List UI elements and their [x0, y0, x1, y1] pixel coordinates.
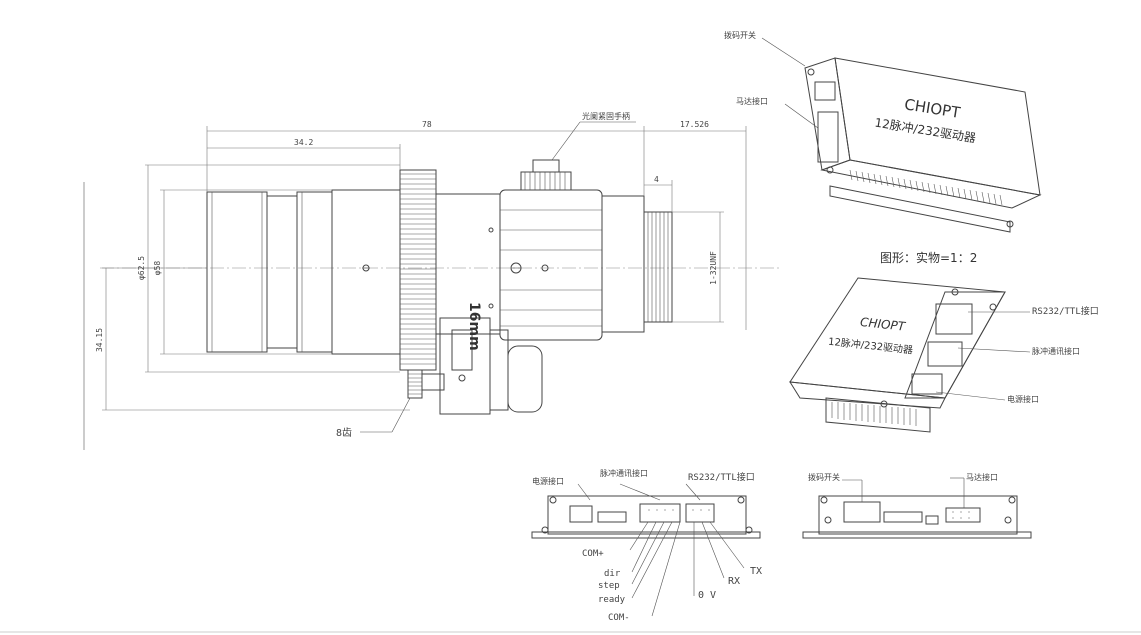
mid-model: 12脉冲/232驱动器: [828, 335, 914, 357]
lens-side-view: 78 17.526 34.2 4 光阑紧固手柄 φ62.5 φ58 34.15 …: [83, 111, 780, 450]
focal-length-mark: 16mm: [466, 302, 482, 351]
dim-34-15: 34.15: [95, 328, 104, 352]
pin-dir: dir: [604, 569, 621, 579]
dim-1-32unf: 1-32UNF: [709, 251, 718, 285]
scale-note: 图形：实物=1：2: [880, 250, 977, 265]
dim-phi62-5: φ62.5: [137, 256, 146, 280]
handle-label: 光阑紧固手柄: [582, 111, 630, 121]
mid-brand: CHIOPT: [859, 315, 907, 334]
driver-mid-iso-view: RS232/TTL接口 脉冲通讯接口 电源接口 CHIOPT 12脉冲/232驱…: [789, 277, 1099, 433]
pin-com-plus: COM+: [582, 549, 604, 559]
dim-4: 4: [654, 175, 659, 184]
driver-back-view: 拨码开关 马达接口: [802, 472, 1032, 539]
driver-model: 12脉冲/232驱动器: [874, 115, 977, 146]
driver-front-view: 电源接口 脉冲通讯接口 RS232/TTL接口 COM+ dir step re…: [531, 468, 762, 623]
pin-rx: RX: [728, 576, 740, 587]
back-motor-label: 马达接口: [966, 472, 998, 482]
pin-tx: TX: [750, 566, 762, 577]
pin-0v: 0 V: [698, 590, 716, 601]
dim-phi58: φ58: [153, 261, 162, 276]
mid-rs232-label: RS232/TTL接口: [1032, 305, 1099, 317]
pin-com-minus: COM-: [608, 613, 630, 623]
dim-34-2: 34.2: [294, 138, 313, 147]
front-rs232-label: RS232/TTL接口: [688, 471, 755, 483]
back-dip-label: 拨码开关: [808, 472, 840, 482]
motor-port-label: 马达接口: [736, 96, 768, 106]
front-power-label: 电源接口: [532, 476, 564, 486]
dim-78: 78: [422, 120, 432, 129]
mid-power-label: 电源接口: [1007, 394, 1039, 404]
driver-top-iso-view: 拨码开关 马达接口 CHIOPT 12脉冲/232驱动器: [724, 30, 1042, 233]
driver-brand: CHIOPT: [903, 95, 962, 122]
front-pulse-label: 脉冲通讯接口: [600, 468, 648, 478]
mid-pulse-label: 脉冲通讯接口: [1032, 346, 1080, 356]
gear-teeth: [400, 173, 436, 365]
dip-switch-label: 拨码开关: [724, 30, 756, 40]
dim-17526: 17.526: [680, 120, 709, 129]
gear-teeth-label: 8齿: [336, 427, 352, 439]
pin-step: step: [598, 581, 620, 591]
pin-ready: ready: [598, 595, 626, 605]
